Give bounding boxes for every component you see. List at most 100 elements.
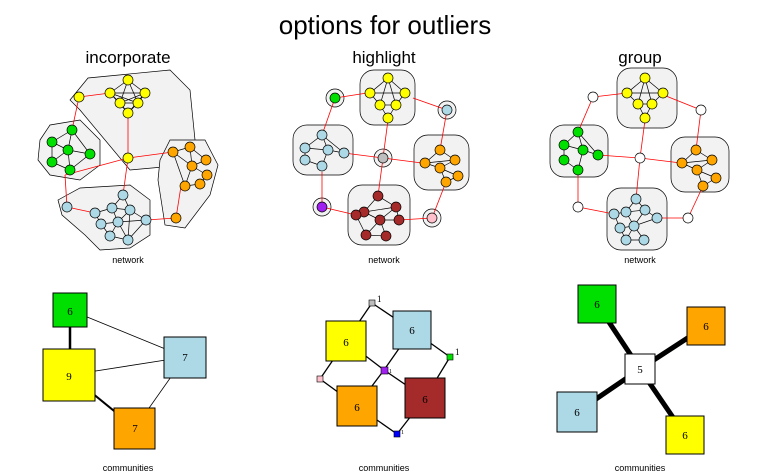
outlier-label: 1: [389, 369, 392, 375]
outlier-label: 1: [377, 294, 382, 304]
node: [639, 72, 651, 84]
node: [390, 201, 402, 213]
community-value: 6: [67, 306, 73, 318]
node: [639, 204, 651, 216]
node: [66, 124, 78, 136]
node: [382, 72, 394, 84]
node: [614, 222, 626, 234]
node: [46, 156, 58, 168]
node: [608, 208, 620, 220]
node: [122, 234, 134, 246]
community-value: 9: [66, 371, 72, 383]
community-value: 6: [343, 337, 349, 349]
node: [194, 178, 206, 190]
node: [201, 169, 213, 181]
node: [184, 141, 196, 153]
node: [140, 214, 152, 226]
node: [106, 202, 118, 214]
community-value: 6: [594, 299, 600, 311]
node: [374, 214, 386, 226]
panel-title-highlight: highlight: [352, 48, 416, 67]
community-box: [404, 377, 446, 419]
community-box: [113, 407, 156, 450]
node: [452, 170, 464, 182]
community-value: 6: [422, 394, 428, 406]
community-value: 6: [703, 321, 709, 333]
communities-label: communities: [102, 463, 154, 473]
node: [186, 160, 198, 172]
communities-highlight: 6 6 6 6 1 1 1 1: [316, 294, 460, 438]
node: [61, 201, 73, 213]
outlier-label: 1: [455, 347, 460, 357]
node: [372, 190, 384, 202]
node: [657, 87, 669, 99]
node: [651, 212, 663, 224]
community-value: 6: [409, 325, 415, 337]
community-value: 7: [132, 423, 138, 435]
node: [434, 144, 446, 156]
node: [104, 87, 116, 99]
node: [377, 152, 389, 164]
node: [646, 98, 658, 110]
network-highlight: [292, 69, 470, 246]
community-box: [163, 336, 207, 379]
node: [329, 92, 341, 104]
outlier-box: [380, 366, 389, 375]
node: [64, 164, 76, 176]
node: [621, 87, 633, 99]
node: [639, 112, 651, 124]
communities-label: communities: [614, 463, 666, 473]
node: [382, 112, 394, 124]
node: [632, 98, 644, 110]
node: [572, 201, 584, 213]
node: [587, 91, 599, 103]
node: [170, 212, 182, 224]
node: [104, 230, 116, 242]
node: [572, 126, 584, 138]
node: [316, 201, 328, 213]
node: [200, 154, 212, 166]
node: [112, 216, 124, 228]
hull-blue: [57, 184, 151, 251]
community-box: [392, 310, 432, 350]
community-box: [665, 415, 705, 455]
outlier-box: [316, 375, 324, 383]
node: [299, 154, 311, 166]
node: [393, 214, 405, 226]
node: [316, 129, 328, 141]
node: [634, 152, 646, 164]
communities-label: communities: [358, 463, 410, 473]
node: [441, 104, 453, 116]
community-box: [42, 348, 96, 402]
community-value: 6: [682, 430, 688, 442]
node: [179, 180, 191, 192]
node: [426, 212, 438, 224]
community-value: 7: [182, 352, 188, 364]
community-box: [686, 306, 726, 346]
node: [95, 218, 107, 230]
node: [630, 193, 642, 205]
node: [572, 164, 584, 176]
community-value: 6: [354, 402, 360, 414]
communities-incorporate: 6 9 7 7: [42, 292, 207, 450]
node: [89, 207, 101, 219]
node: [374, 99, 386, 111]
node: [419, 157, 431, 169]
community-box: [624, 353, 656, 385]
community-value: 5: [637, 364, 643, 376]
node: [592, 149, 604, 161]
outlier-box: [393, 430, 401, 438]
node: [360, 229, 372, 241]
node: [62, 144, 74, 156]
outlier-box: [368, 299, 376, 307]
network-label: network: [624, 255, 656, 265]
hull-yellow: [616, 67, 678, 129]
figure-title: options for outliers: [278, 10, 492, 40]
node: [691, 164, 703, 176]
panel-title-incorporate: incorporate: [85, 48, 171, 67]
node: [390, 99, 402, 111]
node: [697, 180, 709, 192]
outlier-label: 1: [401, 430, 404, 436]
node: [167, 146, 179, 158]
